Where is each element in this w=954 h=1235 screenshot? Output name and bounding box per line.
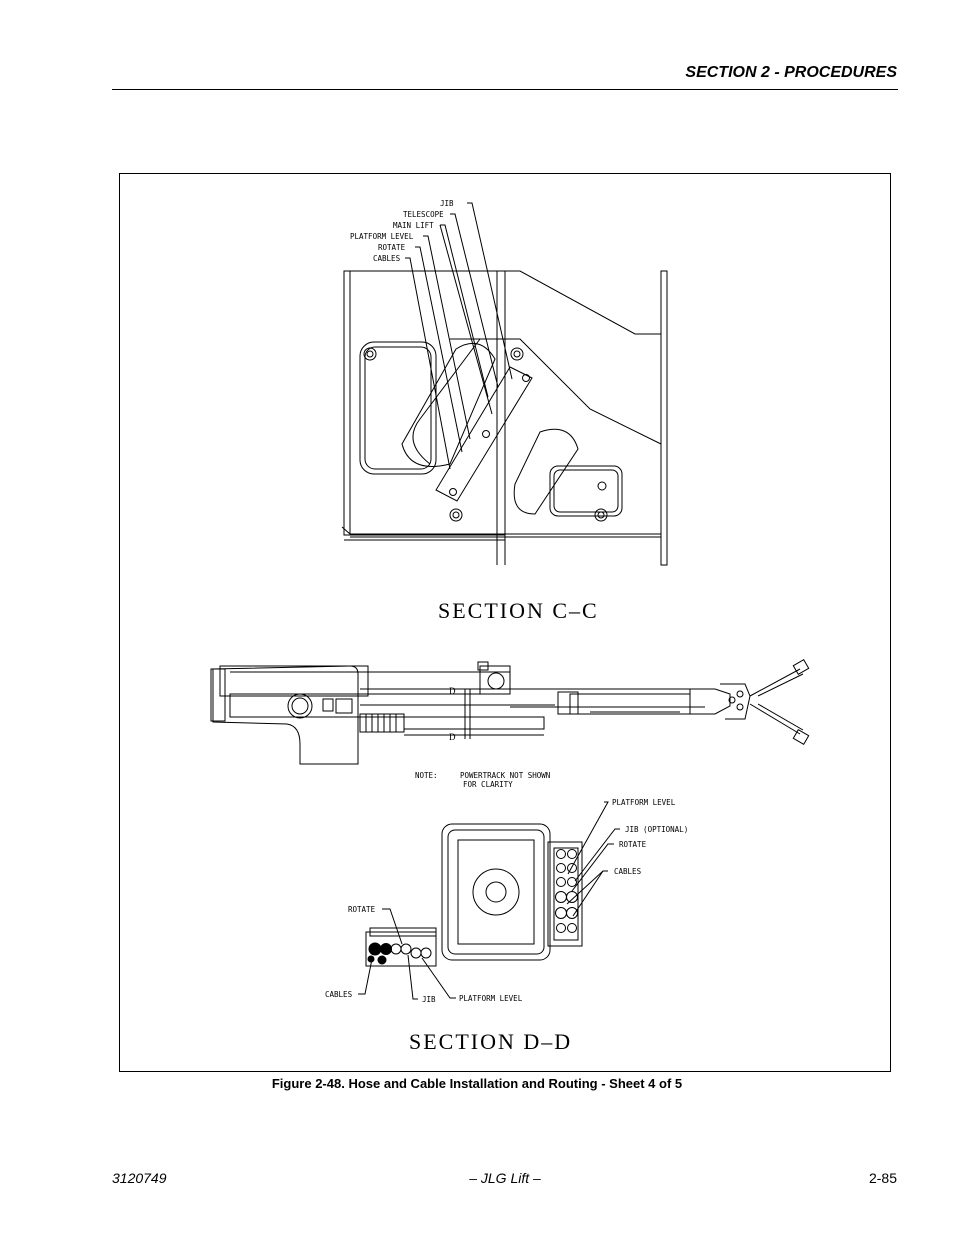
page-number: 2-85 <box>868 1170 897 1186</box>
cc-label-platform-level: PLATFORM LEVEL <box>350 232 414 241</box>
header-rule <box>112 89 898 90</box>
section-title: SECTION 2 - PROCEDURES <box>685 64 897 81</box>
figure-frame: JIB TELESCOPE MAIN LIFT PLATFORM LEVEL R… <box>119 173 891 1072</box>
publisher-footer: – JLG Lift – <box>469 1170 541 1186</box>
dd-marker-top: D <box>449 686 456 696</box>
cc-label-cables: CABLES <box>373 254 401 263</box>
dd-label-cables-left: CABLES <box>325 990 353 999</box>
note-line-1: POWERTRACK NOT SHOWN <box>460 771 550 780</box>
dd-label-platform-level-left: PLATFORM LEVEL <box>459 994 523 1003</box>
cc-label-telescope: TELESCOPE <box>403 210 444 219</box>
cc-label-jib: JIB <box>440 199 454 208</box>
dd-label-platform-level: PLATFORM LEVEL <box>612 798 676 807</box>
dd-label-rotate-right: ROTATE <box>619 840 647 849</box>
dd-marker-bottom: D <box>449 732 456 742</box>
section-dd-title: SECTION D–D <box>409 1029 572 1054</box>
section-cc-drawing <box>341 202 668 566</box>
dd-label-cables-right: CABLES <box>614 867 642 876</box>
figure-drawing: JIB TELESCOPE MAIN LIFT PLATFORM LEVEL R… <box>210 199 810 1054</box>
boom-side-view <box>210 658 810 765</box>
dd-label-jib-optional: JIB (OPTIONAL) <box>625 825 688 834</box>
note-line-2: FOR CLARITY <box>463 780 513 789</box>
cc-label-main-lift: MAIN LIFT <box>393 221 434 230</box>
section-cc-title: SECTION C–C <box>438 598 599 623</box>
dd-label-jib-left: JIB <box>422 995 436 1004</box>
doc-number: 3120749 <box>112 1170 167 1186</box>
dd-label-rotate-left: ROTATE <box>348 905 376 914</box>
figure-caption: Figure 2-48. Hose and Cable Installation… <box>271 1076 683 1091</box>
section-dd-drawing <box>358 801 620 1000</box>
note-label: NOTE: <box>415 771 438 780</box>
cc-label-rotate: ROTATE <box>378 243 406 252</box>
